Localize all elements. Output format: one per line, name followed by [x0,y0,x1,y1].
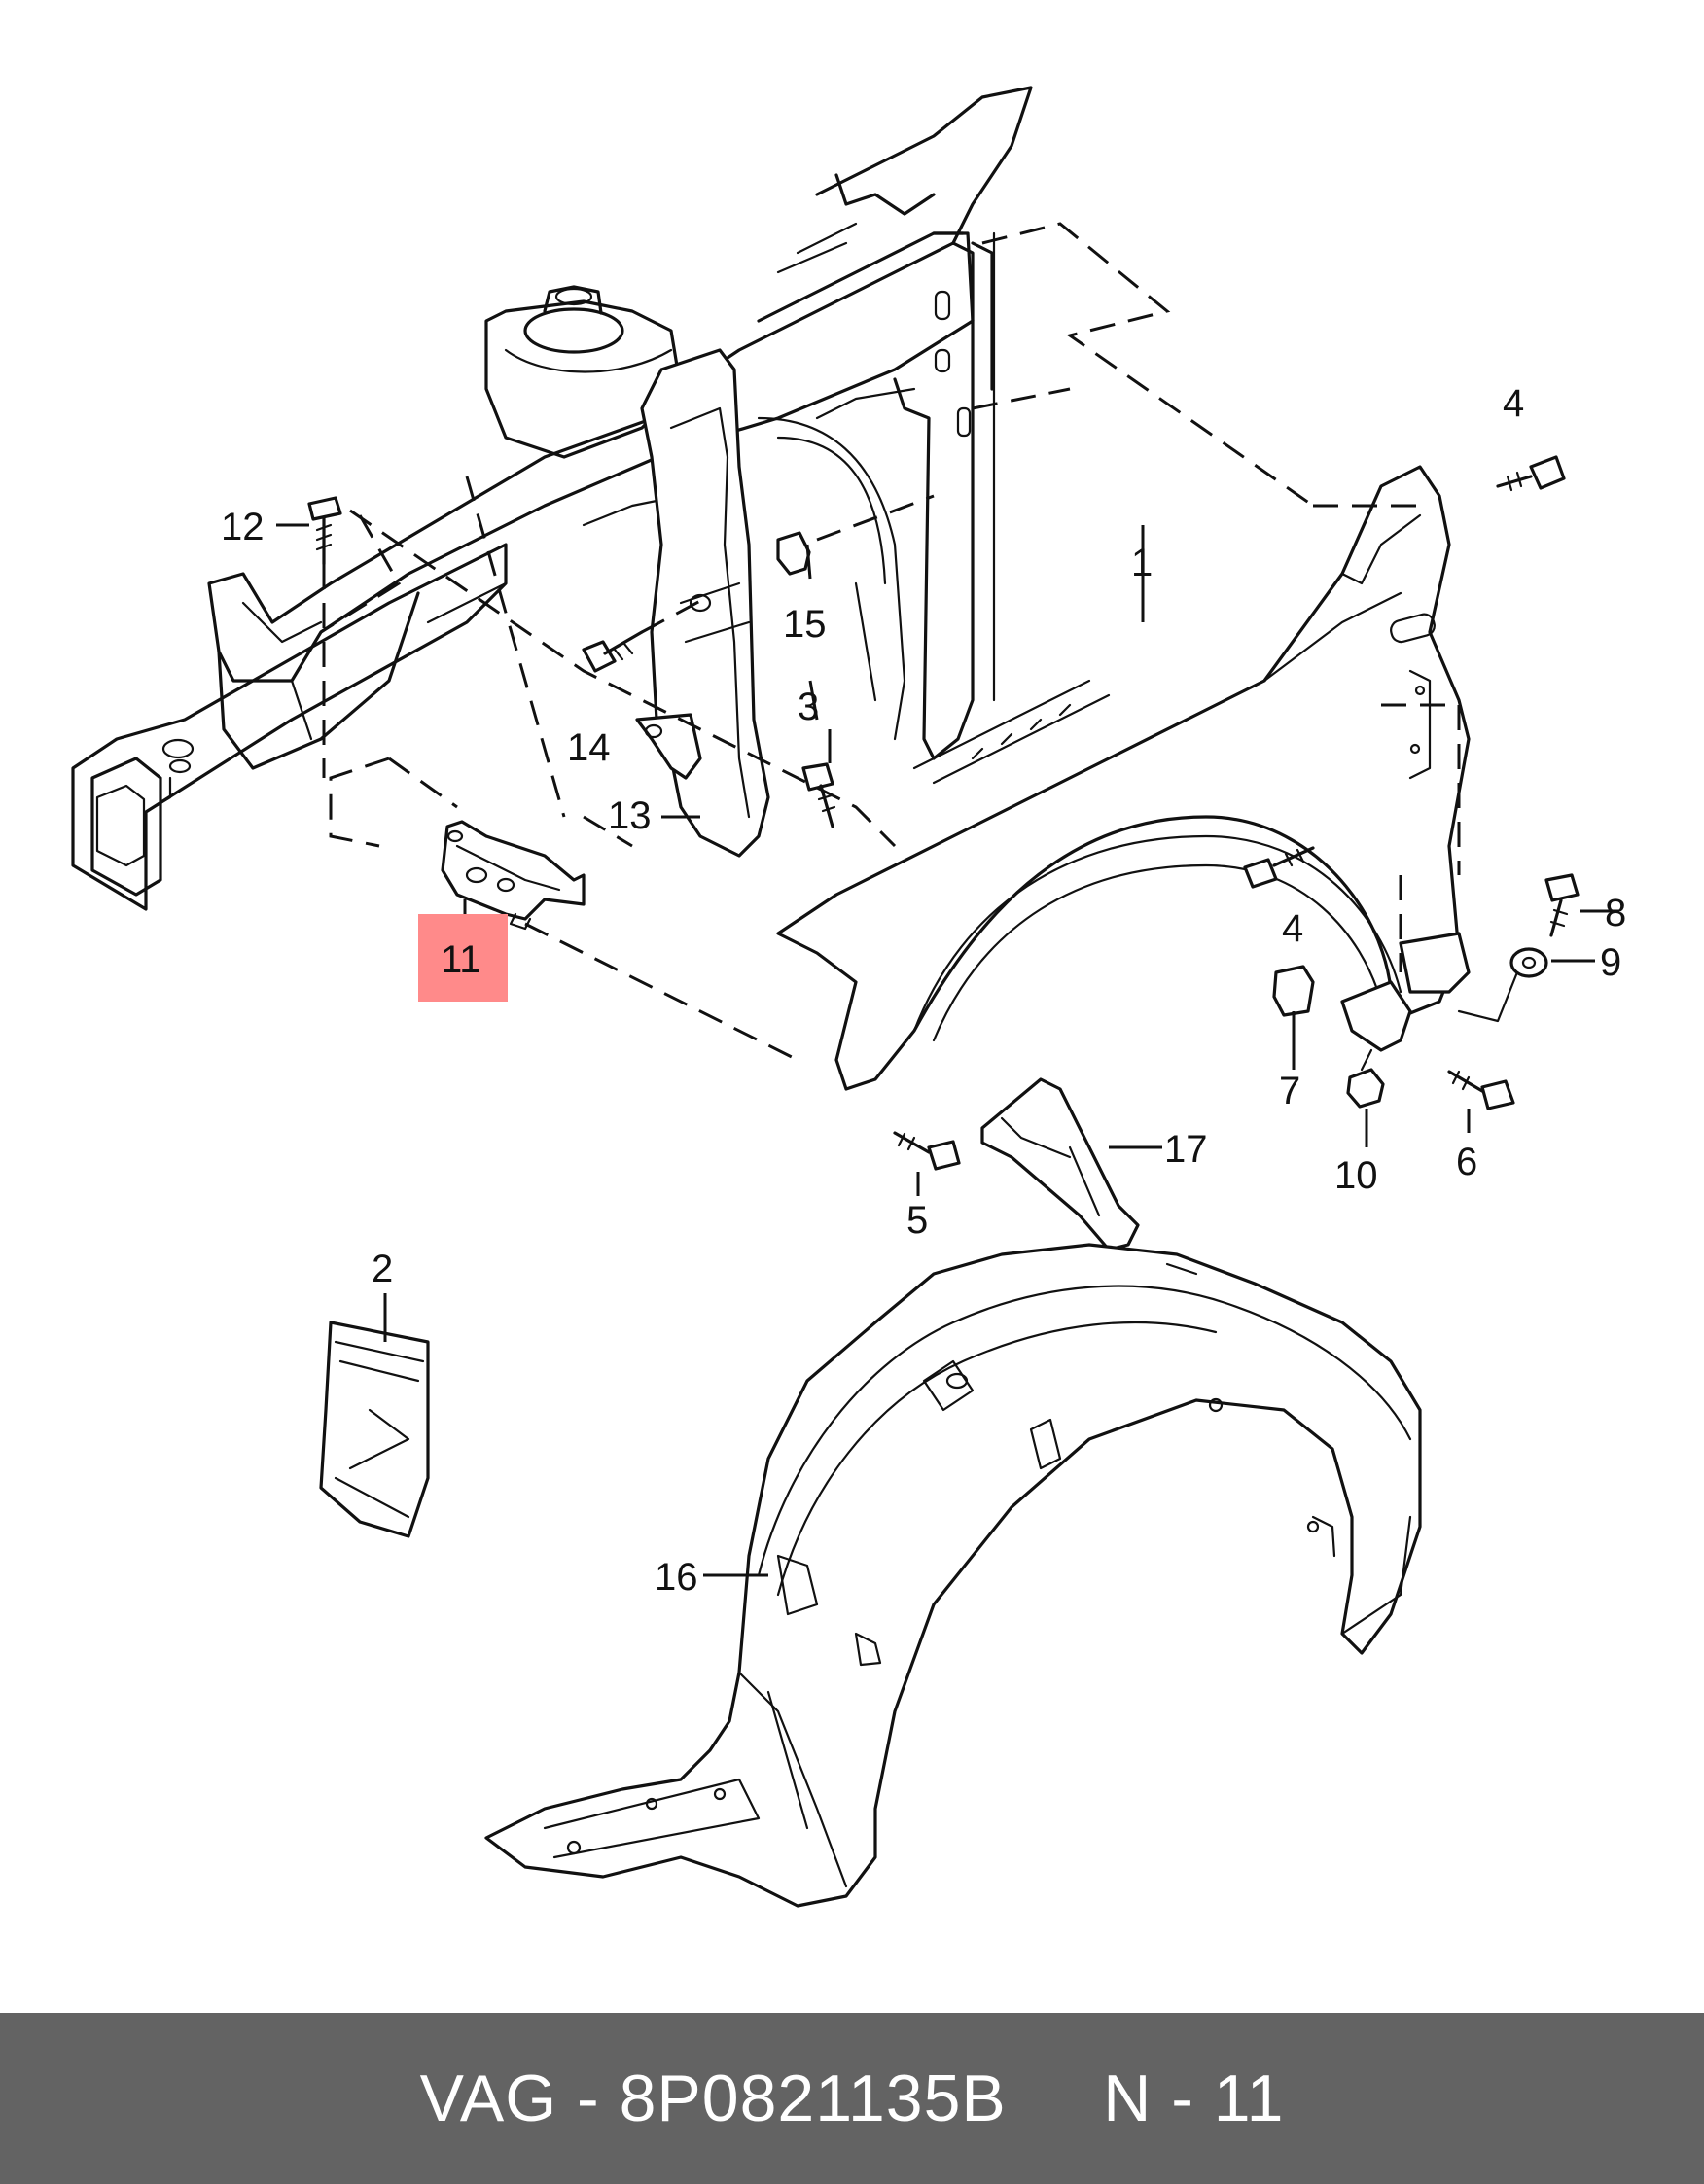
nut-10 [1346,1048,1385,1109]
screw-14 [582,599,701,673]
part-1-fender [776,465,1471,1091]
callout-5: 5 [906,1199,928,1242]
part-17-baffle [980,1077,1140,1251]
screw-4-lower [1243,846,1315,889]
callout-3: 3 [798,686,819,728]
part-number-label: VAG - 8P0821135B N - 11 [419,2061,1285,2135]
fasteners [307,455,1580,1171]
part-13-bracket [635,348,770,858]
footer-bar: VAG - 8P0821135B N - 11 [0,2013,1704,2184]
callout-12: 12 [221,506,265,548]
screw-4-upper [1496,455,1566,492]
callout-11-highlight [418,914,508,1002]
callout-6: 6 [1456,1141,1477,1183]
parts-diagram: 1 2 3 4 4 5 6 7 8 9 10 11 12 13 14 15 16… [71,86,1626,1908]
callout-8: 8 [1605,892,1626,934]
screw-8 [1544,873,1580,937]
part-11-bracket [441,820,586,931]
part-16-wheel-liner [484,1243,1422,1908]
callout-1: 1 [1131,542,1153,584]
washer-9 [1457,947,1548,1023]
callout-15: 15 [783,603,827,646]
clip-7 [1272,965,1315,1017]
screw-3 [801,762,836,828]
callout-4-lower: 4 [1282,907,1303,950]
callout-17: 17 [1164,1128,1208,1171]
assembly-lines [320,222,1461,1062]
callout-2: 2 [372,1248,393,1290]
part-2-pad [319,1321,430,1538]
body-frame-structure [71,86,1033,911]
screw-6 [1447,1070,1515,1110]
screw-12 [307,496,342,778]
callout-9: 9 [1600,941,1621,984]
callout-4-upper: 4 [1503,382,1524,425]
callout-7: 7 [1279,1070,1300,1112]
callout-numbers: 1 2 3 4 4 5 6 7 8 9 10 11 12 13 14 15 16… [221,382,1626,1599]
callout-16: 16 [655,1556,698,1599]
clip-15 [776,494,935,576]
callout-13: 13 [608,794,652,837]
callout-10: 10 [1334,1154,1378,1197]
callout-14: 14 [567,726,611,769]
screw-5 [893,1131,961,1171]
callout-11: 11 [441,938,481,981]
